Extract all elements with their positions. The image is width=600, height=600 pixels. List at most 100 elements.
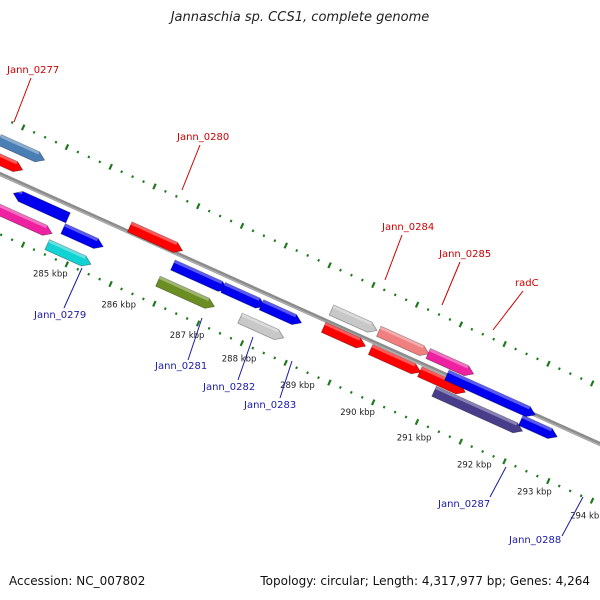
tick-mark bbox=[207, 326, 211, 330]
gene-name-label[interactable]: Jann_0285 bbox=[438, 249, 491, 260]
kbp-label: 292 kbp bbox=[457, 461, 492, 471]
tick-mark bbox=[20, 124, 26, 131]
tick-mark bbox=[437, 430, 441, 434]
tick-mark bbox=[370, 399, 376, 406]
tick-mark bbox=[196, 203, 201, 210]
tick-mark bbox=[327, 262, 332, 269]
tick-mark bbox=[404, 298, 408, 302]
tick-mark bbox=[470, 445, 474, 449]
gene-arrow[interactable] bbox=[44, 239, 93, 270]
tick-mark bbox=[142, 180, 145, 184]
gene-arrow[interactable] bbox=[60, 223, 106, 252]
tick-mark bbox=[273, 239, 277, 243]
gene-arrow[interactable] bbox=[328, 304, 379, 336]
gene-arrow[interactable] bbox=[155, 275, 217, 311]
gene-arrow[interactable] bbox=[367, 343, 423, 377]
tick-mark bbox=[360, 278, 364, 282]
gene-name-label[interactable]: Jann_0280 bbox=[176, 132, 229, 143]
map-title: Jannaschia sp. CCS1, complete genome bbox=[170, 10, 430, 25]
gene-name-label[interactable]: radC bbox=[515, 278, 539, 289]
gene-arrow[interactable] bbox=[258, 299, 304, 328]
tick-mark bbox=[239, 339, 245, 347]
gene-name-label[interactable]: Jann_0284 bbox=[381, 222, 434, 233]
gene-arrow[interactable] bbox=[431, 385, 525, 436]
tick-mark bbox=[360, 395, 364, 399]
tick-mark bbox=[371, 281, 376, 289]
gene-name-label[interactable]: Jann_0282 bbox=[202, 382, 255, 393]
tick-mark bbox=[0, 233, 3, 237]
gene-arrow[interactable] bbox=[220, 281, 267, 311]
gene-arrow[interactable] bbox=[444, 369, 538, 420]
tick-mark bbox=[448, 317, 452, 321]
gene-arrow[interactable] bbox=[320, 321, 367, 351]
tick-mark bbox=[207, 209, 211, 213]
tick-mark bbox=[295, 249, 299, 253]
tick-mark bbox=[502, 340, 507, 348]
tick-mark bbox=[141, 297, 145, 301]
tick-mark bbox=[163, 307, 167, 311]
tick-mark bbox=[481, 449, 485, 454]
tick-mark bbox=[218, 214, 222, 218]
label-leader-line bbox=[237, 336, 254, 381]
tick-mark bbox=[481, 332, 485, 336]
tick-mark bbox=[317, 258, 321, 262]
tick-mark bbox=[10, 238, 14, 242]
tick-mark bbox=[164, 189, 167, 193]
gene-arrow[interactable] bbox=[126, 221, 184, 256]
tick-mark bbox=[195, 320, 201, 327]
kbp-label: 290 kbp bbox=[340, 408, 375, 418]
tick-mark bbox=[295, 366, 299, 370]
kbp-label: 288 kbp bbox=[222, 355, 257, 365]
tick-mark bbox=[502, 458, 507, 465]
label-leader-line bbox=[187, 317, 203, 361]
kbp-label: 294 kbp bbox=[570, 511, 600, 521]
tick-mark bbox=[525, 352, 528, 356]
gene-arrows bbox=[0, 134, 560, 441]
tick-mark bbox=[32, 248, 36, 252]
tick-mark bbox=[43, 253, 47, 257]
backbone-line bbox=[0, 171, 600, 447]
gene-arrow[interactable] bbox=[0, 150, 25, 175]
gene-name-label[interactable]: Jann_0283 bbox=[243, 400, 296, 411]
tick-mark bbox=[404, 415, 408, 419]
tick-mark bbox=[20, 241, 26, 248]
accession-text: Accession: NC_007802 bbox=[9, 574, 146, 588]
gene-name-label[interactable]: Jann_0281 bbox=[154, 361, 207, 372]
tick-mark bbox=[120, 170, 124, 174]
tick-mark bbox=[525, 469, 528, 473]
tick-mark bbox=[43, 135, 47, 139]
tick-mark bbox=[393, 293, 397, 297]
tick-mark bbox=[108, 163, 113, 170]
gene-arrow[interactable] bbox=[425, 347, 476, 379]
tick-mark bbox=[131, 292, 134, 296]
tick-mark bbox=[589, 497, 595, 504]
kbp-label: 293 kbp bbox=[517, 488, 552, 498]
kbp-label: 285 kbp bbox=[33, 270, 68, 280]
gene-name-label[interactable]: Jann_0288 bbox=[508, 535, 561, 546]
gene-arrow[interactable] bbox=[518, 414, 560, 441]
label-leader-line bbox=[63, 267, 83, 309]
label-leader-line bbox=[279, 360, 293, 399]
tick-mark bbox=[87, 155, 91, 159]
tick-mark bbox=[152, 300, 157, 307]
tick-mark bbox=[131, 175, 134, 179]
tick-mark bbox=[426, 308, 430, 312]
tick-mark bbox=[382, 405, 386, 409]
tick-mark bbox=[349, 390, 353, 394]
gene-arrow[interactable] bbox=[11, 188, 71, 224]
gene-arrow[interactable] bbox=[237, 312, 286, 343]
tick-mark bbox=[568, 372, 572, 376]
tick-mark bbox=[546, 477, 551, 485]
gene-arrow[interactable] bbox=[0, 134, 47, 166]
tick-mark bbox=[414, 301, 420, 308]
gene-arrow[interactable] bbox=[0, 202, 54, 238]
tick-mark bbox=[514, 347, 518, 351]
gene-arrow[interactable] bbox=[376, 325, 432, 359]
gene-name-label[interactable]: Jann_0287 bbox=[437, 499, 490, 510]
gene-name-label[interactable]: Jann_0277 bbox=[6, 65, 59, 76]
gene-name-label[interactable]: Jann_0279 bbox=[33, 310, 86, 321]
